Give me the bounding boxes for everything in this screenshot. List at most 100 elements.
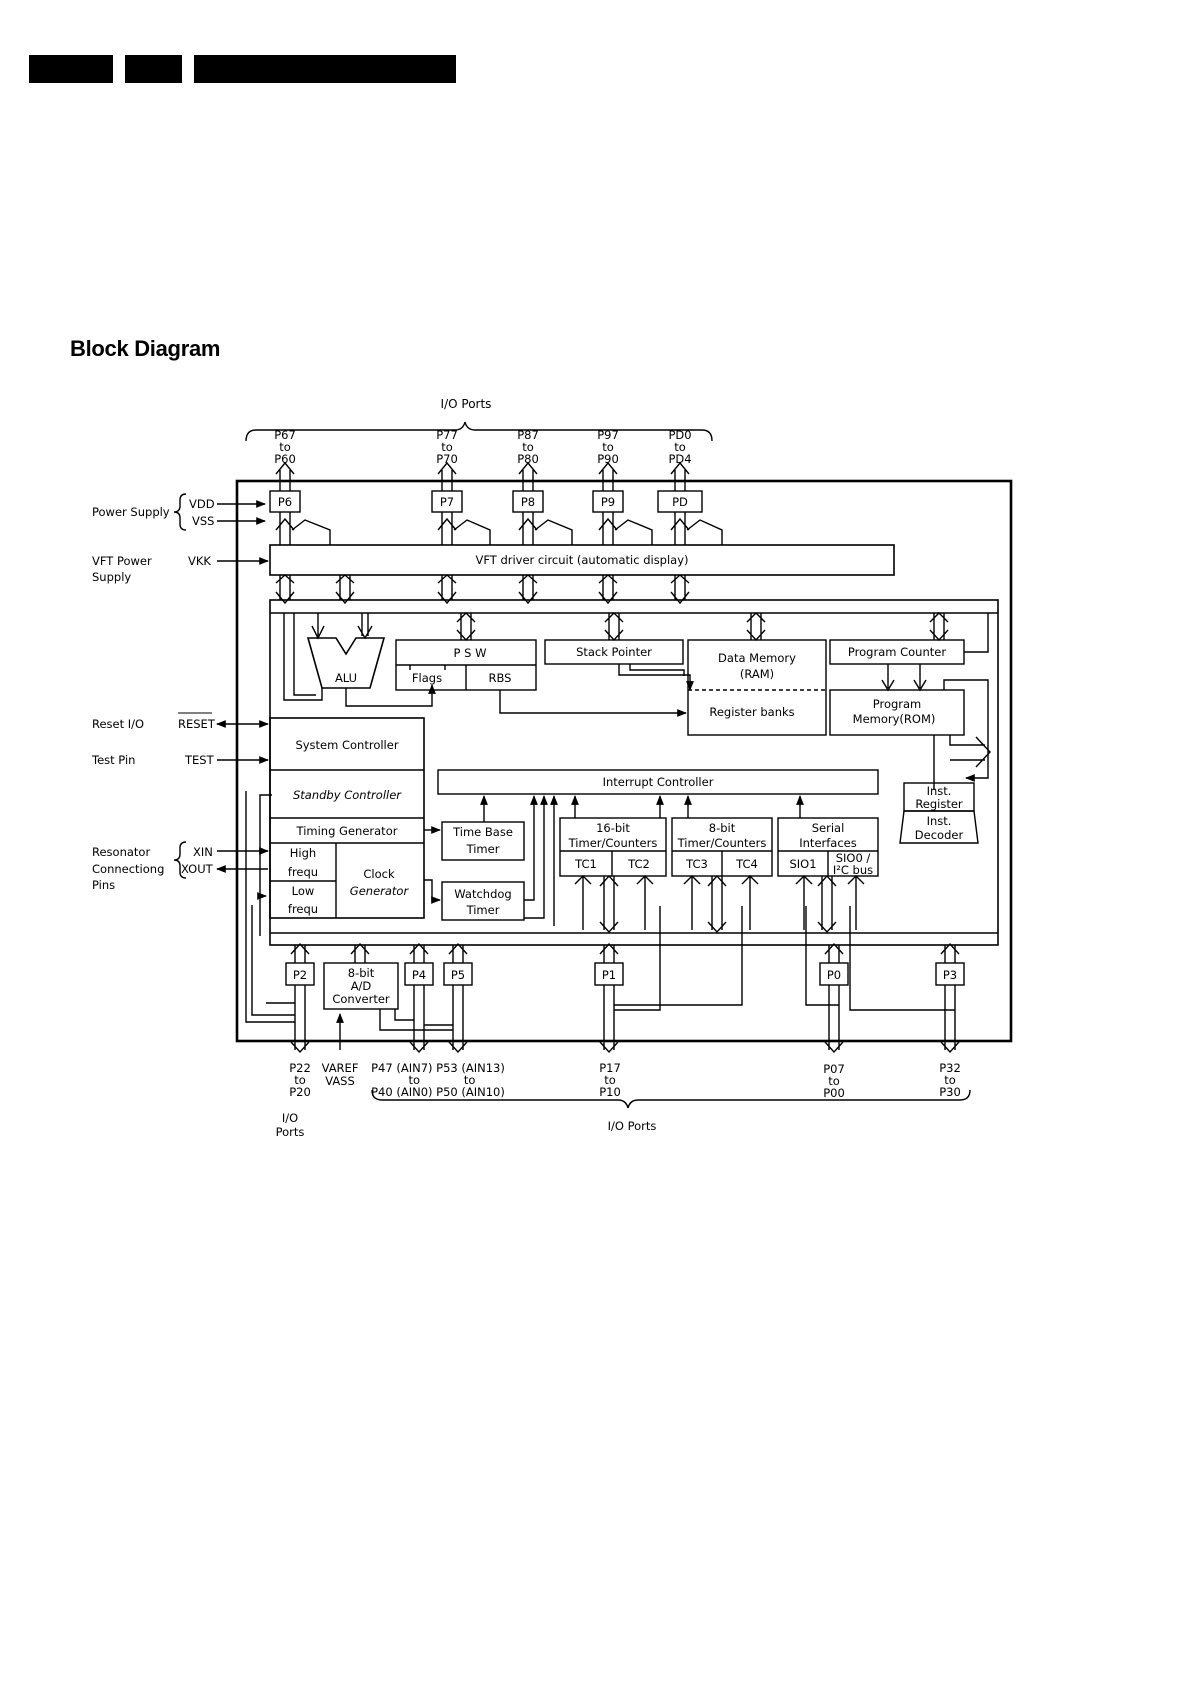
top-range-pd-to: to	[674, 440, 686, 454]
inst-decoder-label-2: Decoder	[915, 828, 964, 842]
inst-register-label-2: Register	[915, 797, 963, 811]
vass-label: VASS	[325, 1074, 355, 1088]
program-counter-label: Program Counter	[848, 645, 946, 659]
p45-range-start: P47 (AIN7) P53 (AIN13)	[371, 1061, 505, 1075]
test-pin-label: Test Pin	[91, 753, 135, 767]
top-range-p8-end: P80	[517, 452, 539, 466]
rbs-label: RBS	[489, 671, 512, 685]
top-range-pd-start: PD0	[668, 428, 691, 442]
vft-power-label-1: VFT Power	[92, 554, 152, 568]
top-range-p6-end: P60	[274, 452, 296, 466]
vdd-label: VDD	[189, 497, 215, 511]
reset-io-label: Reset I/O	[92, 717, 144, 731]
ad-converter-label-2: A/D	[351, 979, 372, 993]
top-group-label: I/O Ports	[441, 397, 492, 411]
program-memory-label-1: Program	[873, 697, 922, 711]
serial-label-2: Interfaces	[799, 836, 856, 850]
timer16-label-1: 16-bit	[596, 821, 630, 835]
inst-register-label-1: Inst.	[927, 784, 952, 798]
timing-generator-label: Timing Generator	[296, 824, 398, 838]
p1-range-start: P17	[599, 1061, 621, 1075]
vkk-label: VKK	[188, 554, 211, 568]
port-p0: P0	[827, 968, 841, 982]
xout-label: XOUT	[181, 862, 214, 876]
p0-range-end: P00	[823, 1086, 845, 1100]
header-bar-3	[194, 55, 456, 83]
p1-range-to: to	[604, 1073, 616, 1087]
time-base-timer-label-1: Time Base	[452, 825, 513, 839]
top-range-p9-to: to	[602, 440, 614, 454]
port-pd: PD	[672, 495, 688, 509]
header-bar-1	[29, 55, 113, 83]
bottom-left-group-label-1: I/O	[282, 1111, 298, 1125]
p0-range-start: P07	[823, 1062, 845, 1076]
p45-range-to: to to	[409, 1073, 476, 1087]
port-p3: P3	[943, 968, 957, 982]
top-range-p8-start: P87	[517, 428, 539, 442]
vss-label: VSS	[192, 514, 214, 528]
reset-label: RESET	[178, 717, 216, 731]
xin-label: XIN	[193, 845, 213, 859]
p45-range-end: P40 (AIN0) P50 (AIN10)	[371, 1085, 505, 1099]
p3-range-end: P30	[939, 1085, 961, 1099]
register-banks-label: Register banks	[709, 705, 794, 719]
watchdog-timer-label-1: Watchdog	[454, 887, 511, 901]
p3-range-to: to	[944, 1073, 956, 1087]
resonator-label-1: Resonator	[92, 845, 150, 859]
data-memory-label-1: Data Memory	[718, 651, 796, 665]
port-p1: P1	[602, 968, 616, 982]
p3-range-start: P32	[939, 1061, 961, 1075]
psw-label: P S W	[454, 646, 487, 660]
timer8-label-2: Timer/Counters	[677, 836, 767, 850]
clock-generator-label-2: Generator	[350, 884, 410, 898]
system-controller-label: System Controller	[295, 738, 398, 752]
top-range-p8-to: to	[522, 440, 534, 454]
p2-range-start: P22	[289, 1061, 311, 1075]
data-memory-label-2: (RAM)	[740, 667, 774, 681]
top-range-p7-start: P77	[436, 428, 458, 442]
top-range-p7-end: P70	[436, 452, 458, 466]
port-p8: P8	[521, 495, 535, 509]
top-range-p7-to: to	[441, 440, 453, 454]
vft-driver-label: VFT driver circuit (automatic display)	[475, 553, 688, 567]
timer8-label-1: 8-bit	[709, 821, 736, 835]
port-p4: P4	[412, 968, 426, 982]
vref-label: VAREF	[322, 1061, 359, 1075]
top-range-p6-to: to	[279, 440, 291, 454]
alu-label: ALU	[335, 671, 357, 685]
port-p2: P2	[293, 968, 307, 982]
tc1-label: TC1	[574, 857, 597, 871]
sio1-label: SIO1	[789, 857, 816, 871]
port-p5: P5	[451, 968, 465, 982]
resonator-label-2: Connectiong	[92, 862, 164, 876]
p2-range-end: P20	[289, 1085, 311, 1099]
standby-controller-label: Standby Controller	[293, 788, 402, 802]
low-frequ-label-2: frequ	[288, 902, 318, 916]
top-range-p6-start: P67	[274, 428, 296, 442]
tc4-label: TC4	[735, 857, 758, 871]
bottom-group-label: I/O Ports	[608, 1119, 657, 1133]
sio0-label-2: I²C bus	[833, 863, 873, 877]
header-bar-2	[125, 55, 182, 83]
serial-label-1: Serial	[812, 821, 845, 835]
low-frequ-label-1: Low	[292, 884, 315, 898]
bottom-left-group-label-2: Ports	[276, 1125, 305, 1139]
top-range-p9-end: P90	[597, 452, 619, 466]
p0-range-to: to	[828, 1074, 840, 1088]
inst-decoder-label-1: Inst.	[927, 814, 952, 828]
p1-range-end: P10	[599, 1085, 621, 1099]
high-frequ-label-1: High	[290, 846, 316, 860]
ad-converter-label-3: Converter	[332, 992, 390, 1006]
page-title: Block Diagram	[70, 336, 221, 361]
ad-converter-label-1: 8-bit	[348, 966, 375, 980]
tc2-label: TC2	[627, 857, 650, 871]
timer16-label-2: Timer/Counters	[568, 836, 658, 850]
program-memory-label-2: Memory(ROM)	[853, 712, 936, 726]
power-supply-label: Power Supply	[92, 505, 170, 519]
port-p9: P9	[601, 495, 615, 509]
clock-generator-label-1: Clock	[363, 867, 395, 881]
port-p7: P7	[440, 495, 454, 509]
top-range-p9-start: P97	[597, 428, 619, 442]
top-port-ranges: P67 to P60 P77 to P70 P87 to P80 P97 to …	[274, 428, 691, 466]
